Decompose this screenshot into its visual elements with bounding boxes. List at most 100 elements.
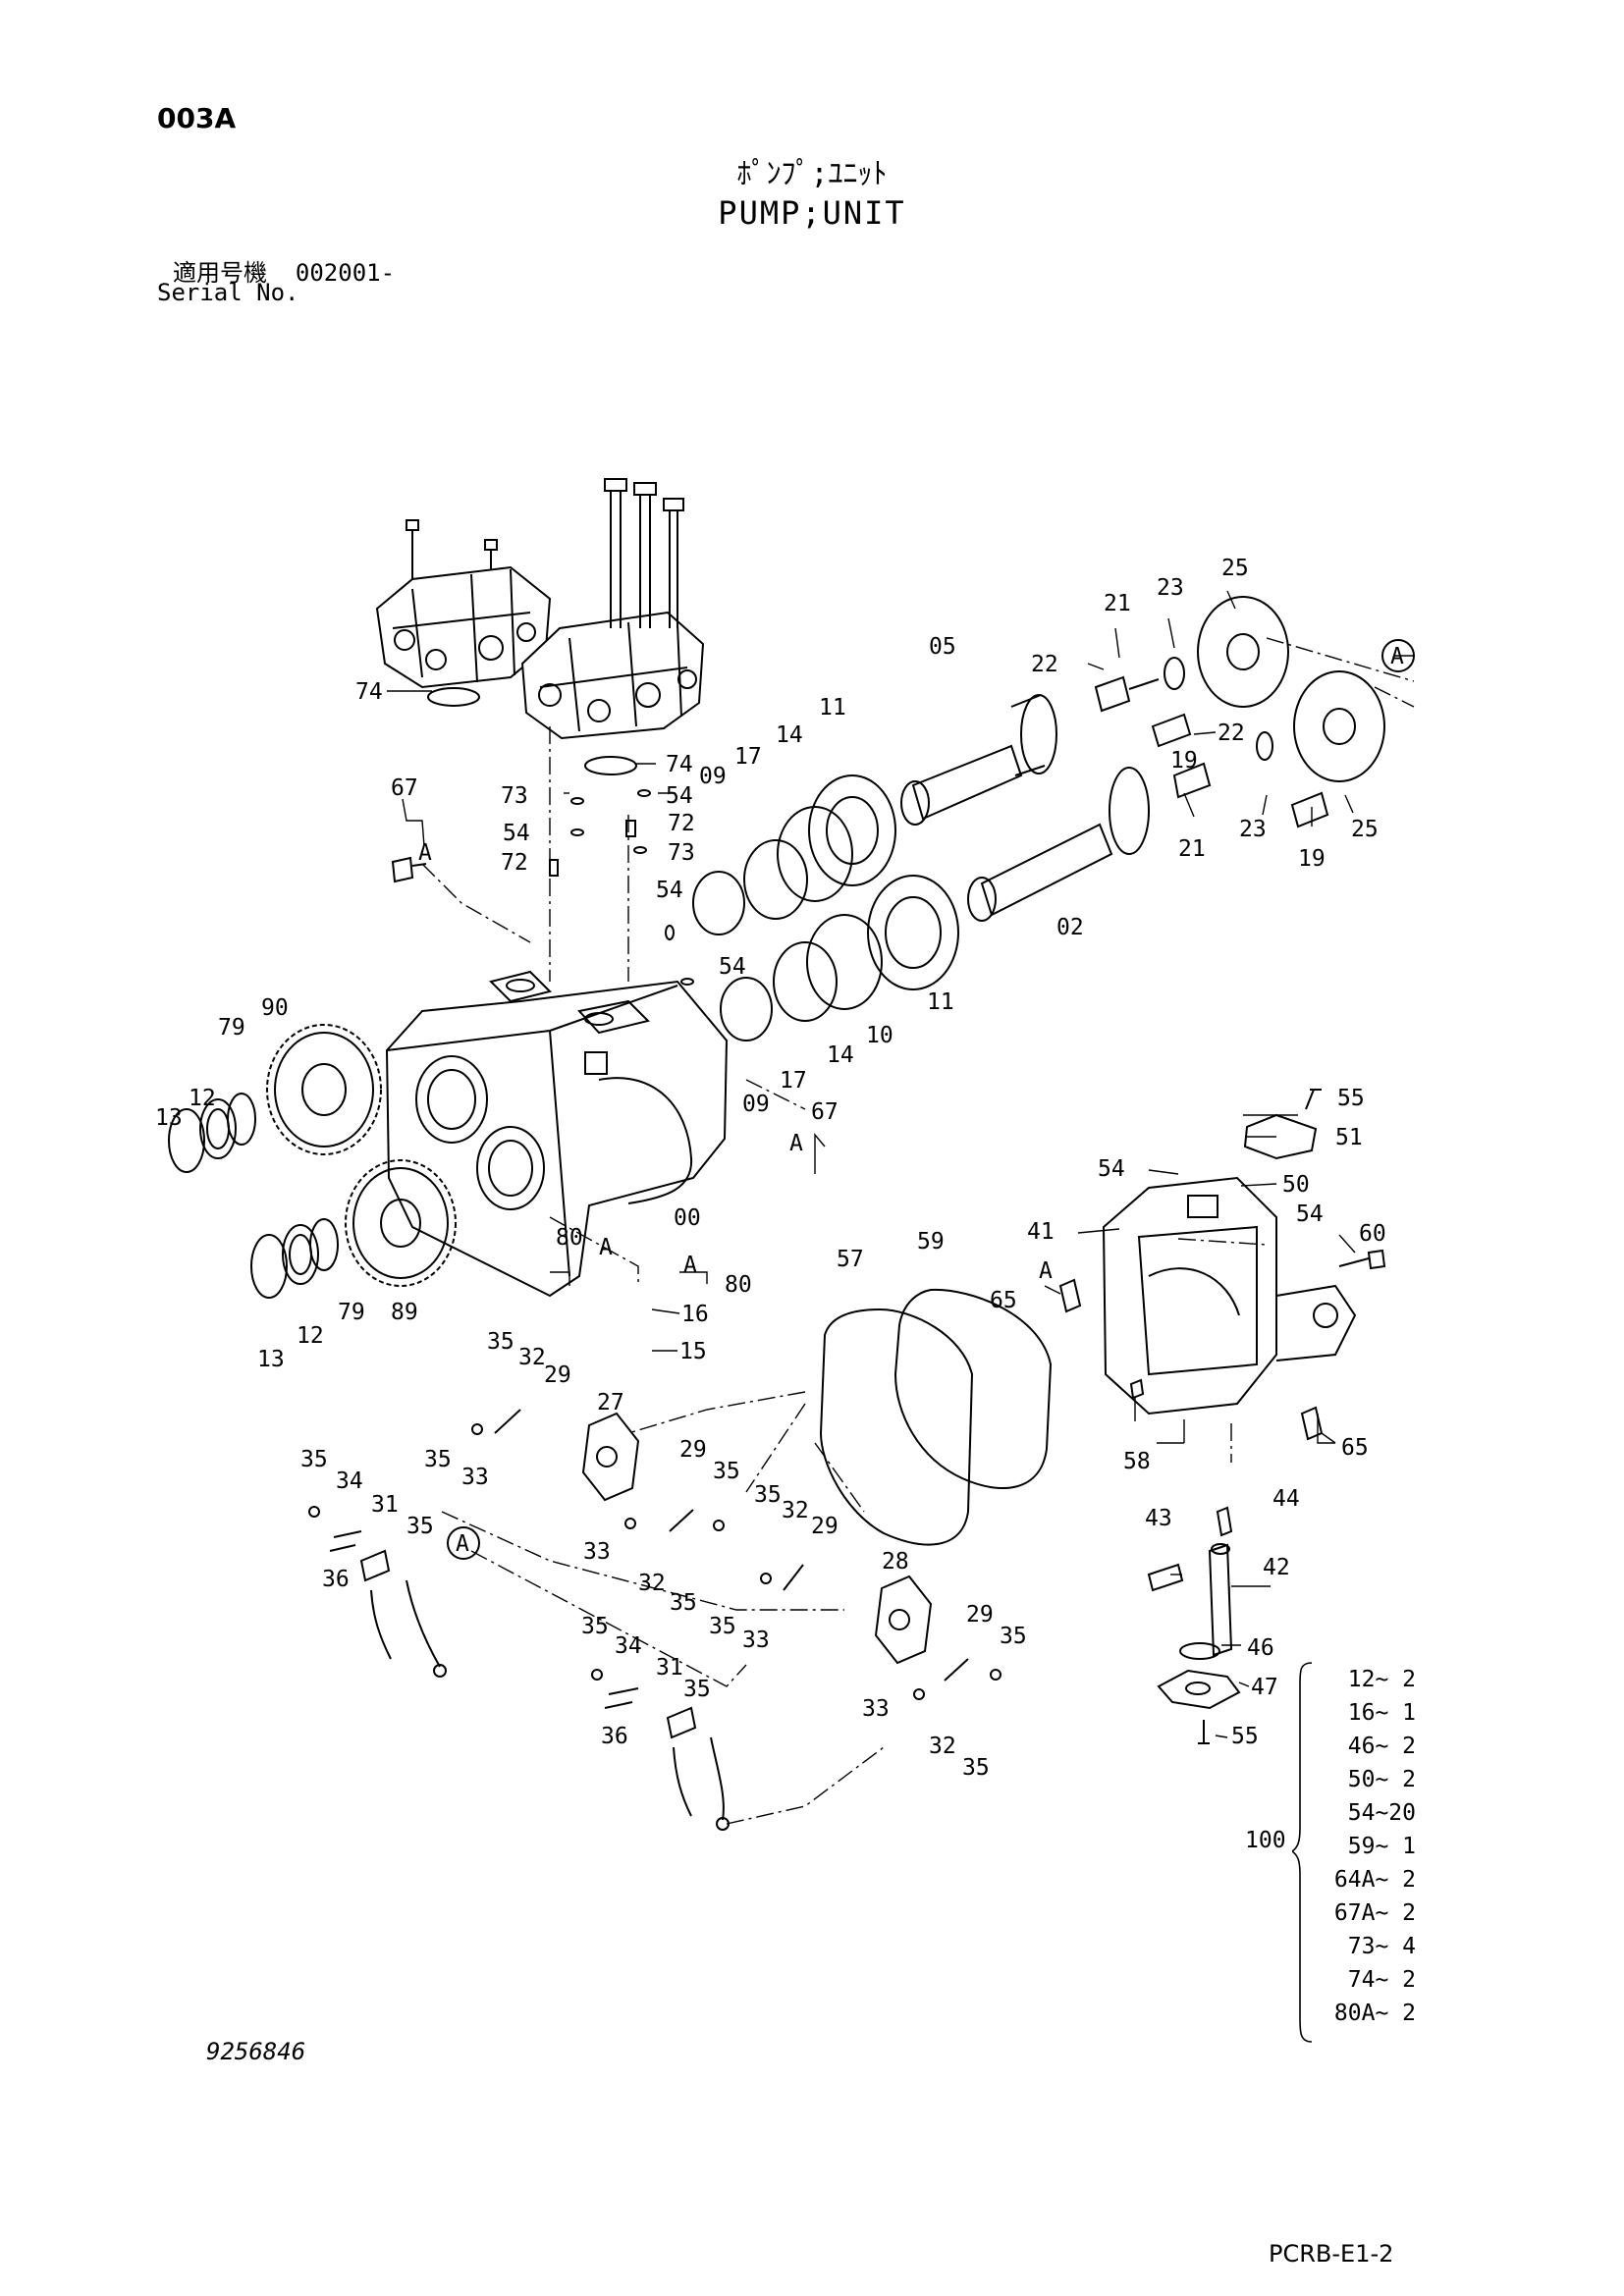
gear-89	[345, 1159, 457, 1287]
sheet-code: PCRB-E1-2	[1269, 2240, 1394, 2268]
callout: A	[599, 1235, 613, 1260]
callout: 27	[597, 1390, 624, 1415]
callout: 14	[827, 1042, 854, 1068]
callout: 72	[668, 811, 695, 836]
callout: 35	[300, 1447, 328, 1472]
callout: 22	[1031, 652, 1058, 677]
callout: 35	[424, 1447, 452, 1472]
callout: 09	[742, 1092, 770, 1117]
callout: 32	[782, 1498, 809, 1523]
callout: 80	[725, 1272, 752, 1298]
callout: 65	[990, 1288, 1017, 1313]
callout: 35	[406, 1514, 434, 1539]
lever-31-lower	[604, 1687, 730, 1831]
callout: 11	[927, 989, 954, 1015]
callout: 28	[882, 1549, 909, 1575]
callout: 35	[962, 1755, 990, 1781]
callout: 50	[1282, 1172, 1310, 1198]
callout: A	[418, 840, 432, 866]
callout: 33	[583, 1539, 611, 1565]
port-block-42	[1147, 1506, 1233, 1657]
callout: 60	[1359, 1221, 1386, 1247]
callout: 00	[674, 1205, 701, 1231]
pin-58	[1129, 1378, 1145, 1400]
callout: 35	[754, 1482, 782, 1508]
servo-block-27	[581, 1412, 640, 1502]
o-ring-74-upper	[427, 687, 480, 707]
callout: 47	[1251, 1675, 1278, 1700]
callout: 74	[666, 752, 693, 777]
callout: 10	[866, 1023, 893, 1048]
callout: 13	[155, 1105, 183, 1131]
callout: A	[1039, 1258, 1053, 1284]
callout: 23	[1239, 817, 1267, 842]
pistons-and-cylinder-blocks	[1094, 596, 1385, 828]
gear-90	[266, 1024, 382, 1155]
callout: A	[789, 1131, 803, 1156]
callout: 55	[1231, 1724, 1259, 1749]
callout: 72	[501, 850, 528, 876]
callout: 89	[391, 1300, 418, 1325]
callout: 32	[929, 1734, 956, 1759]
bearing-stack-upper	[692, 774, 896, 935]
callout: 25	[1351, 817, 1379, 842]
plug-67-upper	[391, 856, 427, 883]
callout: 33	[461, 1465, 489, 1490]
callout: 29	[966, 1602, 994, 1628]
callout: 73	[501, 783, 528, 809]
callout: 13	[257, 1347, 285, 1372]
callout: 51	[1335, 1125, 1363, 1150]
callout: 11	[819, 695, 846, 721]
reference-circles	[447, 639, 1415, 1560]
callout: 34	[615, 1633, 642, 1659]
callout: 31	[371, 1492, 399, 1518]
callout: 43	[1145, 1506, 1172, 1531]
callout: 44	[1272, 1486, 1300, 1512]
callout: 55	[1337, 1086, 1365, 1111]
callout: 54	[656, 878, 683, 903]
callout-leaders	[387, 590, 1414, 1738]
callout: 58	[1123, 1449, 1151, 1474]
callout: 65	[1341, 1435, 1369, 1461]
callout: 31	[656, 1655, 683, 1681]
callout: 35	[581, 1614, 609, 1639]
callout: 19	[1170, 748, 1198, 774]
callout: 29	[811, 1514, 839, 1539]
callout: 29	[679, 1437, 707, 1463]
callout: 32	[638, 1571, 666, 1596]
callout: 12	[297, 1323, 324, 1349]
callout: 42	[1263, 1555, 1290, 1580]
callout: 79	[218, 1015, 245, 1041]
end-cover-41	[1102, 1176, 1357, 1415]
callout-labels: 74 74 67 A 73 54 54 72 72 73 54 09 17 14…	[155, 556, 1404, 1781]
callout: 59	[917, 1229, 945, 1255]
callout: 35	[1000, 1624, 1027, 1649]
callout: 67	[391, 775, 418, 801]
callout: 74	[355, 679, 383, 705]
callout: 54	[666, 783, 693, 809]
regulator-valve-upper-right	[520, 478, 705, 740]
link-32-set	[494, 1409, 969, 1682]
serial-number-value: 002001-	[295, 259, 396, 287]
callout: 29	[544, 1362, 571, 1388]
drawing-number: 9256846	[206, 2038, 306, 2065]
callout: 32	[518, 1345, 546, 1370]
callout: 05	[929, 634, 956, 660]
callout: 12	[189, 1086, 216, 1111]
callout: A	[1390, 644, 1404, 669]
callout: 79	[338, 1300, 365, 1325]
callout: 54	[503, 821, 530, 846]
leader-dashes	[421, 637, 1415, 1825]
callout: 17	[780, 1068, 807, 1094]
callout: 17	[734, 744, 762, 770]
serial-label-japanese: 適用号機	[173, 259, 267, 287]
bearing-retainer-set-left	[168, 1093, 339, 1299]
o-ring-74-lower	[584, 756, 637, 775]
callout: 23	[1157, 575, 1184, 601]
callout: 73	[668, 840, 695, 866]
callout: 14	[776, 722, 803, 748]
screw-60	[1338, 1249, 1386, 1270]
title-japanese: ﾎﾟﾝﾌﾟ;ﾕﾆｯﾄ	[736, 157, 888, 191]
callout: 54	[1098, 1156, 1125, 1182]
callout: 16	[681, 1302, 709, 1327]
